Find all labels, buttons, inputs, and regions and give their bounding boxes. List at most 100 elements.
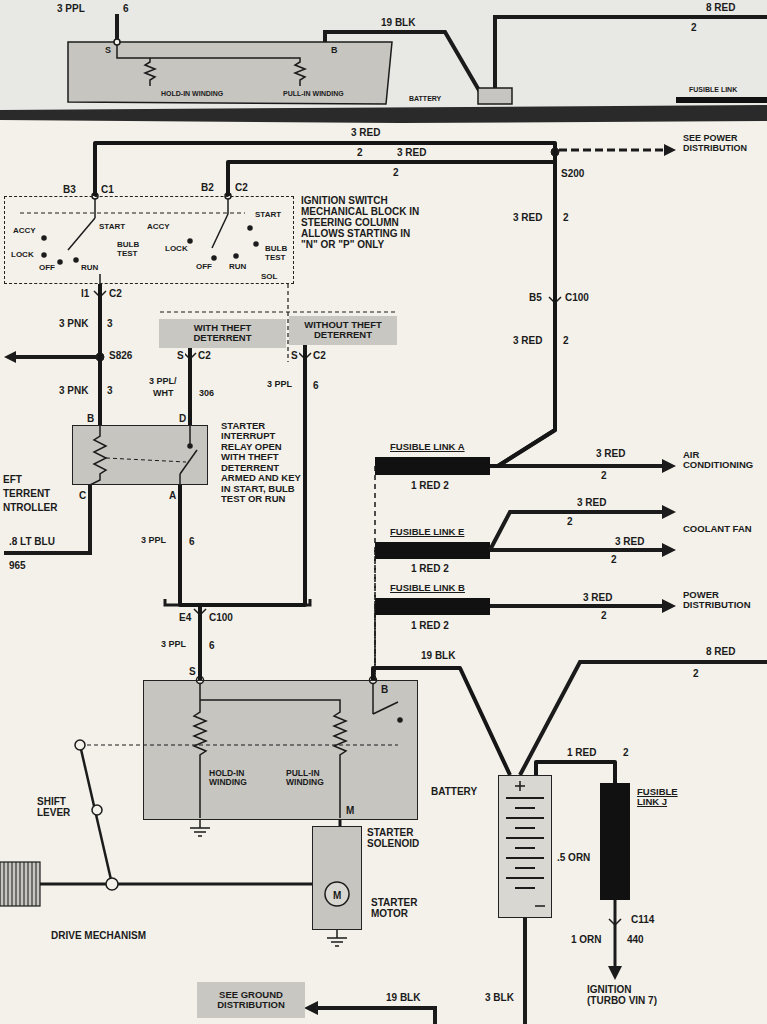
- component-text: SOL: [261, 273, 277, 282]
- wire-label: S: [104, 46, 112, 56]
- ignition-switch-contacts: [212, 256, 216, 260]
- fused-feed-wires: [490, 464, 662, 468]
- wire-label: 19 BLK: [380, 17, 416, 28]
- component-name: STARTER SOLENOID: [367, 827, 439, 849]
- wire-label: 3 BLK: [484, 992, 515, 1003]
- wire-label: M: [345, 805, 355, 816]
- starter-interrupt-relay-symbol: [189, 425, 191, 444]
- wire-label: C2: [197, 350, 212, 361]
- fusible-link: FUSIBLE LINK J: [600, 783, 630, 900]
- wire-label: PULL-IN WINDING: [282, 90, 345, 98]
- wire-label: .8 LT BLU: [8, 536, 56, 547]
- starter-solenoid-symbol: [372, 684, 374, 714]
- wire-label: DRIVE MECHANISM: [50, 930, 147, 941]
- starter-solenoid-symbol: [143, 680, 418, 820]
- shift-lever-drive: [80, 745, 112, 884]
- wire-label: TERRENT: [2, 488, 51, 499]
- starter-solenoid-symbol: [190, 820, 210, 836]
- wire-label: S200: [560, 168, 585, 179]
- wire-label: 2: [692, 668, 700, 679]
- wire-label: 1 RED: [566, 747, 597, 758]
- shift-lever-drive: [4, 862, 36, 906]
- component-text: PULL-IN WINDING: [286, 769, 346, 788]
- starter-interrupt-relay-symbol: [106, 458, 186, 462]
- fusible-link: FUSIBLE LINK A: [375, 457, 490, 475]
- wire-label: S826: [108, 350, 133, 361]
- shift-lever-drive: [0, 740, 312, 906]
- starter-interrupt-relay: STARTER INTERRUPT RELAY OPEN WITH THEFT …: [72, 425, 208, 485]
- wire-label: 440: [626, 934, 645, 945]
- ignition-feed-arrow: [608, 966, 622, 980]
- ignition-switch-contacts: [188, 239, 192, 243]
- wire-label: C2: [108, 288, 123, 299]
- splice-s826: [4, 351, 16, 363]
- starter-motor-symbol: [312, 826, 362, 930]
- upper-page-circuit: [117, 45, 155, 86]
- wire-label: IGNITION (TURBO VIN 7): [586, 984, 673, 1006]
- component-text: START: [255, 211, 281, 220]
- wire-label: I1: [80, 288, 90, 299]
- component-name: BATTERY: [431, 786, 477, 797]
- ignition-switch-contacts: [42, 253, 46, 257]
- upper-page-circuit: [114, 39, 120, 45]
- ignition-switch-contacts: [94, 199, 96, 218]
- component-name: SEE GROUND DISTRIBUTION: [202, 990, 300, 1011]
- wire-label: 3 PPL: [140, 536, 167, 546]
- wire-label: COOLANT FAN: [682, 524, 753, 534]
- ground-wire: [318, 1008, 435, 1024]
- component-text: M: [333, 890, 341, 901]
- wire-label: 3: [106, 318, 114, 329]
- component-text: ACCY: [147, 223, 170, 232]
- shift-lever-drive: [118, 883, 312, 886]
- upper-page-circuit: [115, 14, 119, 42]
- wire-label: 3 PNK: [58, 318, 89, 329]
- wire: [98, 284, 102, 425]
- wire-label: 306: [198, 389, 215, 399]
- component-text: START: [99, 223, 125, 232]
- component-text: RUN: [81, 264, 98, 273]
- component-name: FUSIBLE LINK J: [637, 787, 689, 808]
- wire-label: B2: [200, 182, 215, 193]
- wire-label: WHT: [152, 389, 175, 399]
- upper-page-circuit: [495, 17, 767, 88]
- wire-label: NTROLLER: [2, 502, 58, 513]
- wire-label: POWER DISTRIBUTION: [682, 590, 764, 611]
- page-ground: [0, 105, 767, 123]
- wire-label: 3 RED: [396, 147, 427, 158]
- wire-label: .5 ORN: [556, 852, 591, 863]
- upper-page-circuit: [68, 42, 392, 104]
- fusible-link-bars: [600, 783, 630, 900]
- theft-deterrent-divider: [160, 284, 396, 362]
- wire-label: A: [168, 490, 177, 501]
- wire-label: 3: [106, 385, 114, 396]
- fused-feed-wires: [490, 459, 767, 775]
- ignition-switch-contacts: [20, 193, 258, 284]
- battery-symbol: [523, 918, 527, 1024]
- red-feed-junction: [559, 149, 664, 152]
- wire-label: 8 RED: [705, 2, 736, 13]
- fused-feed-wires: [662, 599, 676, 613]
- wire: [180, 485, 200, 680]
- upper-page-circuit: [68, 14, 767, 104]
- component-name: FUSIBLE LINK A: [390, 442, 465, 452]
- starter-interrupt-relay-symbol: [72, 425, 208, 485]
- wire-label: 3 RED: [512, 212, 543, 223]
- ignition-switch-contacts: [68, 218, 95, 250]
- wire-label: 1 RED 2: [410, 480, 450, 491]
- wire-label: 3 PNK: [58, 385, 89, 396]
- component-name: WITHOUT THEFT DETERRENT: [294, 320, 392, 341]
- wire-label: EFT: [2, 474, 23, 485]
- wire-label: 2: [600, 470, 608, 481]
- wire-label: 2: [610, 554, 618, 565]
- starter-interrupt-relay-symbol: [180, 450, 197, 474]
- wire-label: 3 RED: [512, 335, 543, 346]
- component-text: LOCK: [165, 245, 188, 254]
- ignition-feed-arrow: [614, 900, 617, 968]
- fused-feed-wires: [490, 548, 662, 552]
- ignition-switch-contacts: [248, 226, 252, 230]
- wire: [200, 345, 305, 681]
- wire-label: 1 RED 2: [410, 620, 450, 631]
